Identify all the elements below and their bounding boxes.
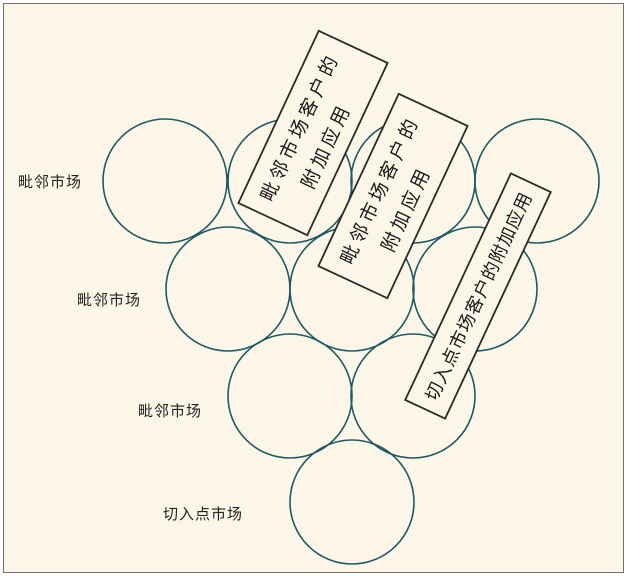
label-row1: 毗邻市场: [18, 173, 83, 191]
circle-row4-1: [289, 439, 415, 565]
box3-line1: 切入点市场客户的附加应用: [422, 189, 537, 405]
circle-row2-1: [165, 226, 291, 352]
label-entry: 切入点市场: [163, 505, 244, 523]
label-row3: 毗邻市场: [138, 402, 203, 420]
circle-row3-1: [227, 333, 353, 459]
circle-row1-4: [474, 118, 600, 244]
label-row2: 毗邻市场: [77, 291, 142, 309]
circle-row1-1: [102, 118, 228, 244]
circle-row3-2: [350, 333, 476, 459]
